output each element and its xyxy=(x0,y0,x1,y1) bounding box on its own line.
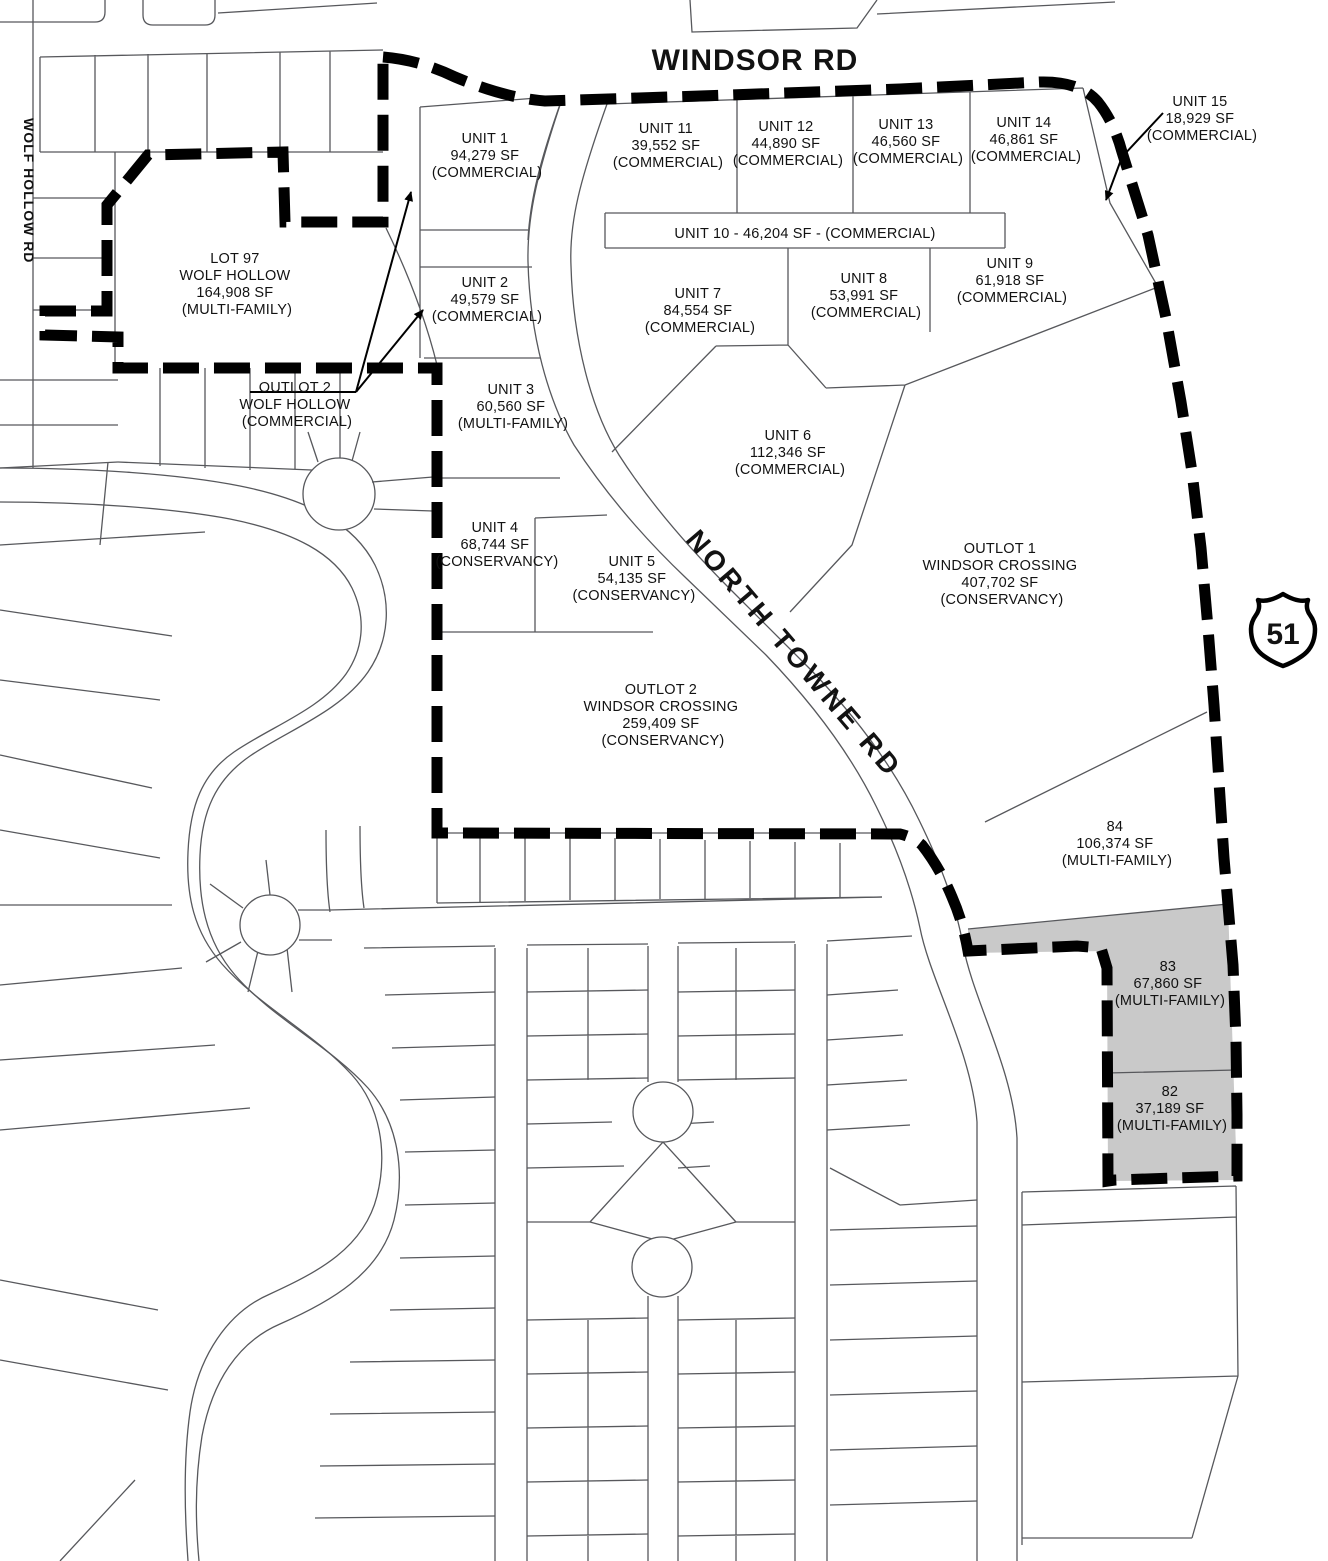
parcel-label-unit-15: UNIT 15 18,929 SF (COMMERCIAL) xyxy=(1147,94,1257,144)
parcel-label-lot-97: LOT 97 WOLF HOLLOW 164,908 SF (MULTI-FAM… xyxy=(179,251,294,318)
grid-lots-center xyxy=(526,948,796,1561)
outlot2-arrow-2 xyxy=(355,309,424,393)
parcel-label-outlot-2-windsor-crossing: OUTLOT 2 WINDSOR CROSSING 259,409 SF (CO… xyxy=(584,682,743,749)
cul-de-sac-grid-1 xyxy=(632,1081,694,1143)
s-curve-road-inner xyxy=(0,501,383,1561)
cul-de-sac-grid-2 xyxy=(631,1236,693,1298)
north-towne-road-west-edge xyxy=(527,95,978,1561)
us-51-shield-number: 51 xyxy=(1266,618,1299,651)
parcel-label-unit-8: UNIT 8 53,991 SF (COMMERCIAL) xyxy=(811,271,921,321)
parcel-label-unit-12: UNIT 12 44,890 SF (COMMERCIAL) xyxy=(733,119,843,169)
cul-de-sac-north xyxy=(302,457,376,531)
outlot2-arrow-1 xyxy=(355,191,413,393)
parcel-label-lot-83: 83 67,860 SF (MULTI-FAMILY) xyxy=(1115,959,1225,1009)
parcel-label-unit-3: UNIT 3 60,560 SF (MULTI-FAMILY) xyxy=(458,382,568,432)
parcel-label-unit-7: UNIT 7 84,554 SF (COMMERCIAL) xyxy=(645,286,755,336)
shaded-lots-82-83 xyxy=(968,904,1237,1181)
leader-arrows xyxy=(250,112,1164,393)
cul-de-sac-west xyxy=(239,894,301,956)
parcel-label-unit-14: UNIT 14 46,861 SF (COMMERCIAL) xyxy=(971,115,1081,165)
parcel-label-outlot-2-wolf-hollow: OUTLOT 2 WOLF HOLLOW (COMMERCIAL) xyxy=(239,380,354,430)
row-below-lot97 xyxy=(117,368,361,473)
us-51-shield-icon: 51 xyxy=(1248,591,1318,669)
s-curve-road-outer xyxy=(0,467,400,1561)
grid-lots-right xyxy=(826,989,978,1506)
parcel-labels: UNIT 1 94,279 SF (COMMERCIAL) UNIT 11 39… xyxy=(179,94,1257,1134)
parcel-label-unit-11: UNIT 11 39,552 SF (COMMERCIAL) xyxy=(613,121,723,171)
cul-de-sac-north-stem xyxy=(307,431,434,512)
plat-north-parcels xyxy=(385,87,1237,1074)
west-wedge-lots xyxy=(0,461,251,1561)
parcel-label-unit-1: UNIT 1 94,279 SF (COMMERCIAL) xyxy=(432,131,542,181)
grid-ew-road xyxy=(329,896,913,949)
parcel-label-unit-13: UNIT 13 46,560 SF (COMMERCIAL) xyxy=(853,117,963,167)
grid-vertical-roads xyxy=(494,944,828,1561)
parcel-label-unit-9: UNIT 9 61,918 SF (COMMERCIAL) xyxy=(957,256,1067,306)
southeast-parcels xyxy=(1021,1185,1239,1545)
plat-boundary xyxy=(39,51,1243,1188)
parcel-label-unit-2: UNIT 2 49,579 SF (COMMERCIAL) xyxy=(432,275,542,325)
parcel-label-unit-4: UNIT 4 68,744 SF (CONSERVANCY) xyxy=(436,520,559,570)
wolf-hollow-side-lots xyxy=(0,0,119,469)
parcel-lines xyxy=(0,0,1239,1561)
windsor-rd-label: WINDSOR RD xyxy=(652,44,859,77)
wolf-hollow-rd-label: WOLF HOLLOW RD xyxy=(21,118,37,263)
parcel-label-lot-84: 84 106,374 SF (MULTI-FAMILY) xyxy=(1062,819,1172,869)
parcel-label-unit-10: UNIT 10 - 46,204 SF - (COMMERCIAL) xyxy=(674,226,935,242)
connector-road xyxy=(205,825,365,993)
unit15-leader-arrow xyxy=(1104,112,1164,201)
parcel-label-outlot-1-windsor-crossing: OUTLOT 1 WINDSOR CROSSING 407,702 SF (CO… xyxy=(923,541,1082,608)
plat-boundary-path xyxy=(39,51,1243,1188)
us-51-shield-outline xyxy=(1248,591,1318,669)
grid-lots-left xyxy=(314,991,496,1519)
parcel-label-lot-82: 82 37,189 SF (MULTI-FAMILY) xyxy=(1117,1084,1227,1134)
parcel-label-unit-5: UNIT 5 54,135 SF (CONSERVANCY) xyxy=(573,554,696,604)
top-edge-parcels xyxy=(0,0,1116,33)
topleft-lot-rows xyxy=(39,49,384,153)
parcel-label-unit-6: UNIT 6 112,346 SF (COMMERCIAL) xyxy=(735,428,845,478)
plat-small-lot-row xyxy=(436,832,900,904)
